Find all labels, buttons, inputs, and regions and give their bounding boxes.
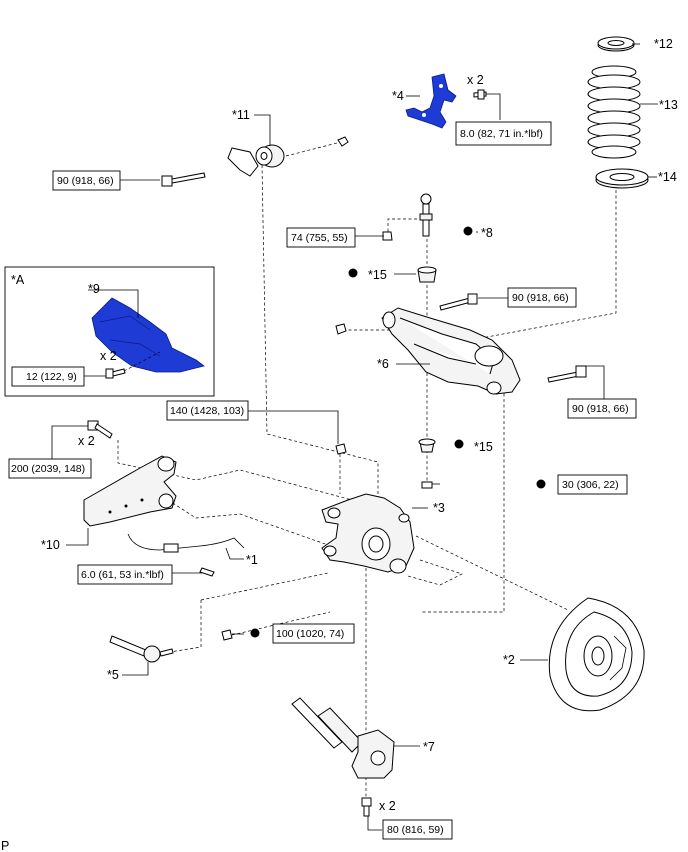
torque-box-inset: 12 (122, 9) xyxy=(11,366,85,387)
torque-box-link: 74 (755, 55) xyxy=(286,227,356,248)
torque-text: 8.0 (82, 71 in.*lbf) xyxy=(460,128,543,140)
toe-link-part xyxy=(109,629,233,663)
lower-arm-bolt xyxy=(87,420,113,439)
callout-9: *9 xyxy=(88,282,100,296)
bushing-nut xyxy=(337,136,349,147)
callout-8: *8 xyxy=(481,226,493,240)
inset-panel xyxy=(4,266,215,397)
callout-15-upper: *15 xyxy=(368,268,387,282)
callout-7: *7 xyxy=(423,740,435,754)
coil-spring-part xyxy=(587,65,641,159)
upper-arm-bolt-lower xyxy=(547,365,587,383)
steering-knuckle-part xyxy=(321,443,415,574)
torque-text: 200 (2039, 148) xyxy=(11,463,85,475)
upper-spring-insulator-part xyxy=(597,36,635,52)
torque-text: 90 (918, 66) xyxy=(57,175,114,187)
torque-text: 100 (1020, 74) xyxy=(276,628,344,640)
inset-label: *A xyxy=(11,273,25,287)
callout-10: *10 xyxy=(41,538,60,552)
diagram-code: P xyxy=(1,839,9,852)
shock-absorber-part xyxy=(291,697,395,817)
callout-13: *13 xyxy=(659,98,678,112)
lower-spring-insulator-part xyxy=(595,168,649,189)
torque-text: 30 (306, 22) xyxy=(562,479,619,491)
torque-box-bushing: 90 (918, 66) xyxy=(52,170,121,191)
quantity-lower-arm-bolt: x 2 xyxy=(78,434,95,448)
torque-box-80: 80 (816, 59) xyxy=(382,819,453,840)
stabilizer-link-part xyxy=(382,193,433,241)
quantity-shock-bolt: x 2 xyxy=(379,799,396,813)
upper-arm-bolt-upper xyxy=(439,293,478,311)
assembly-guide-lines xyxy=(117,141,617,800)
callout-2: *2 xyxy=(503,653,515,667)
callout-14: *14 xyxy=(658,170,677,184)
quantity-inset-bolt: x 2 xyxy=(100,349,117,363)
callout-15-lower: *15 xyxy=(474,440,493,454)
bullet-markers xyxy=(250,226,546,638)
bushing-bolt xyxy=(161,172,206,187)
torque-box-30: 30 (306, 22) xyxy=(557,474,628,495)
torque-text: 12 (122, 9) xyxy=(26,371,77,383)
callout-5: *5 xyxy=(107,668,119,682)
bracket-bolt xyxy=(473,89,487,100)
torque-box-lower-bolt: 90 (918, 66) xyxy=(567,398,637,419)
torque-box-lower-arm: 200 (2039, 148) xyxy=(8,458,92,479)
callout-6: *6 xyxy=(377,357,389,371)
torque-text: 90 (918, 66) xyxy=(572,403,629,415)
callout-4: *4 xyxy=(392,89,404,103)
callout-3: *3 xyxy=(433,501,445,515)
bumper-stopper-lower xyxy=(418,438,436,489)
backing-plate-part xyxy=(548,597,645,712)
torque-box-nut140: 140 (1428, 103) xyxy=(166,400,249,421)
leader-lines xyxy=(51,43,658,831)
speed-sensor-wire-part xyxy=(127,533,245,577)
lower-arm-bushing-part xyxy=(227,144,285,177)
upper-control-arm-part xyxy=(335,307,521,395)
torque-text: 90 (918, 66) xyxy=(512,292,569,304)
torque-text: 6.0 (61, 53 in.*lbf) xyxy=(81,569,164,581)
torque-box-bracket: 8.0 (82, 71 in.*lbf) xyxy=(455,121,552,146)
torque-text: 74 (755, 55) xyxy=(291,232,348,244)
callout-11: *11 xyxy=(232,108,250,122)
torque-box-upper-bolt: 90 (918, 66) xyxy=(507,287,577,308)
torque-box-sensor: 6.0 (61, 53 in.*lbf) xyxy=(77,564,173,585)
torque-text: 80 (816, 59) xyxy=(387,824,444,836)
callout-1: *1 xyxy=(246,553,258,567)
bracket-part-blue xyxy=(405,73,457,129)
bumper-stopper-upper xyxy=(417,266,437,283)
callout-12: *12 xyxy=(654,37,673,51)
lower-arm-part xyxy=(83,455,177,527)
torque-text: 140 (1428, 103) xyxy=(170,405,244,417)
quantity-bracket-bolt: x 2 xyxy=(467,73,484,87)
torque-box-100: 100 (1020, 74) xyxy=(272,623,355,644)
